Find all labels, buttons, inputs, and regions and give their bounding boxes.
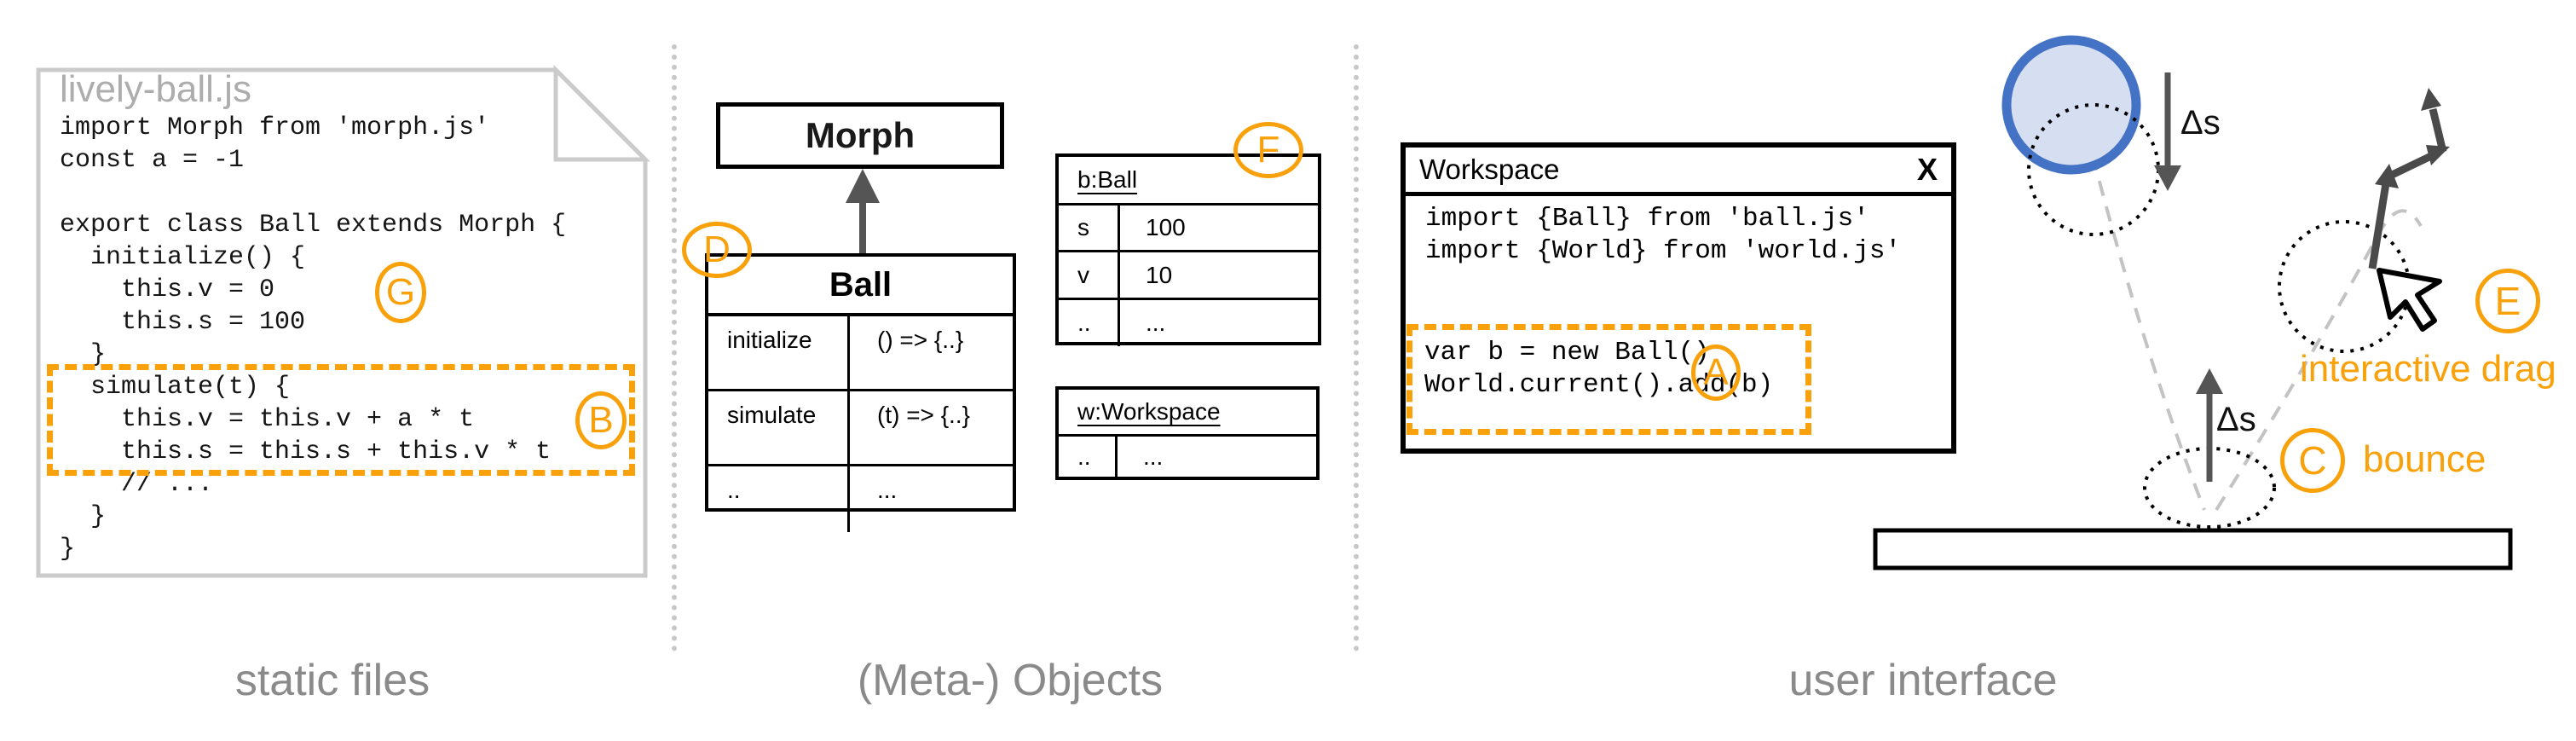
code-line: var b = new Ball() — [1424, 338, 1710, 368]
drag-vector-1 — [2368, 182, 2390, 269]
slot-value: ... — [1146, 310, 1166, 336]
annotation-badge-f: F — [1233, 122, 1303, 178]
ground-platform — [1873, 528, 2513, 570]
slot-name: s — [1059, 206, 1120, 250]
code-line: } — [60, 535, 76, 564]
file-code: import Morph from 'morph.js' const a = -… — [60, 112, 566, 565]
class-table-ball-title: Ball — [708, 257, 1013, 316]
code-line: import {Ball} from 'ball.js' — [1425, 204, 1869, 234]
annotation-badge-b: B — [575, 391, 627, 449]
table-row: .. ... — [1059, 437, 1316, 477]
table-row: .. ... — [708, 466, 1013, 532]
code-line: this.v = 0 — [60, 275, 275, 304]
method-name: .. — [708, 466, 850, 532]
code-line: const a = -1 — [60, 146, 245, 175]
annotation-badge-d: D — [682, 222, 752, 278]
method-value: ... — [877, 477, 898, 503]
slot-value: ... — [1143, 443, 1164, 470]
highlight-box-simulate — [47, 364, 635, 476]
code-line: this.v = this.v + a * t — [60, 405, 475, 434]
trajectory-fall-path — [2071, 78, 2206, 511]
delta-s-down-label: Δs — [2180, 104, 2221, 142]
file-fold-icon — [553, 64, 651, 162]
workspace-titlebar: Workspace X — [1406, 148, 1951, 196]
code-line: } — [60, 340, 107, 369]
code-line: export class Ball extends Morph { — [60, 211, 567, 240]
drag-vector-2-head — [2426, 145, 2450, 165]
code-line: import {World} from 'world.js' — [1425, 236, 1902, 266]
close-button[interactable]: X — [1916, 152, 1938, 187]
code-line: this.s = 100 — [60, 308, 306, 337]
section-label-user-interface: user interface — [1788, 656, 2058, 705]
annotation-badge-g: G — [375, 262, 426, 323]
table-row: v 10 — [1059, 252, 1318, 300]
method-value: (t) => {..} — [877, 402, 970, 428]
cursor-icon — [2377, 268, 2442, 332]
divider-left — [672, 44, 677, 651]
slot-name: .. — [1059, 437, 1118, 477]
inheritance-arrow-head — [846, 169, 880, 203]
table-row: simulate (t) => {..} — [708, 391, 1013, 466]
delta-down-arrow-head — [2154, 165, 2181, 191]
code-line: World.current().add(b) — [1424, 370, 1774, 400]
table-row: .. ... — [1059, 300, 1318, 346]
section-label-meta-objects: (Meta-) Objects — [857, 656, 1164, 705]
drag-vector-2 — [2385, 152, 2433, 182]
code-line: this.s = this.s + this.v * t — [60, 437, 552, 466]
ball-morph[interactable] — [2001, 35, 2141, 175]
drag-vector-3-head — [2421, 88, 2441, 111]
method-name: initialize — [708, 316, 850, 389]
annotation-badge-e: E — [2475, 269, 2540, 333]
object-table-b-ball-title: b:Ball — [1077, 166, 1138, 193]
workspace-window: Workspace X import {Ball} from 'ball.js'… — [1401, 142, 1956, 454]
section-label-static-files: static files — [234, 656, 430, 705]
slot-value: 100 — [1146, 214, 1186, 240]
object-table-b-ball: b:Ball s 100 v 10 .. ... — [1055, 153, 1321, 346]
code-line: simulate(t) { — [60, 373, 291, 402]
method-value: () => {..} — [877, 327, 964, 353]
annotation-badge-c: C — [2280, 428, 2345, 493]
delta-s-up-label: Δs — [2216, 401, 2256, 438]
code-line: initialize() { — [60, 243, 306, 272]
class-table-ball: Ball initialize () => {..} simulate (t) … — [705, 253, 1016, 532]
object-table-w-workspace: w:Workspace .. ... — [1055, 386, 1320, 480]
workspace-editor[interactable]: import {Ball} from 'ball.js' import {Wor… — [1406, 203, 1951, 455]
annotation-badge-a: A — [1691, 344, 1741, 401]
class-box-morph: Morph — [716, 102, 1004, 169]
table-row: s 100 — [1059, 206, 1318, 252]
code-line: } — [60, 502, 107, 531]
code-line: import Morph from 'morph.js' — [60, 113, 490, 142]
ghost-ball-bounce — [2143, 447, 2276, 529]
slot-name: .. — [1059, 300, 1120, 346]
slot-name: v — [1059, 252, 1120, 298]
object-table-w-workspace-title: w:Workspace — [1077, 398, 1221, 425]
method-name: simulate — [708, 391, 850, 464]
ghost-ball-falling — [2027, 103, 2160, 236]
ghost-ball-drag — [2278, 220, 2411, 353]
file-name: lively-ball.js — [60, 68, 251, 110]
interactive-drag-label: interactive drag — [2300, 348, 2556, 390]
highlight-box-snippet: var b = new Ball() World.current().add(b… — [1406, 324, 1811, 435]
code-line — [60, 177, 566, 209]
slot-value: 10 — [1146, 261, 1173, 288]
divider-right — [1354, 44, 1359, 651]
drag-vector-1-head — [2375, 164, 2399, 188]
drag-vector-3 — [2429, 107, 2447, 153]
table-row: initialize () => {..} — [708, 316, 1013, 391]
delta-up-arrow-head — [2196, 368, 2223, 394]
bounce-label: bounce — [2363, 438, 2486, 480]
window-title: Workspace — [1419, 153, 1560, 185]
